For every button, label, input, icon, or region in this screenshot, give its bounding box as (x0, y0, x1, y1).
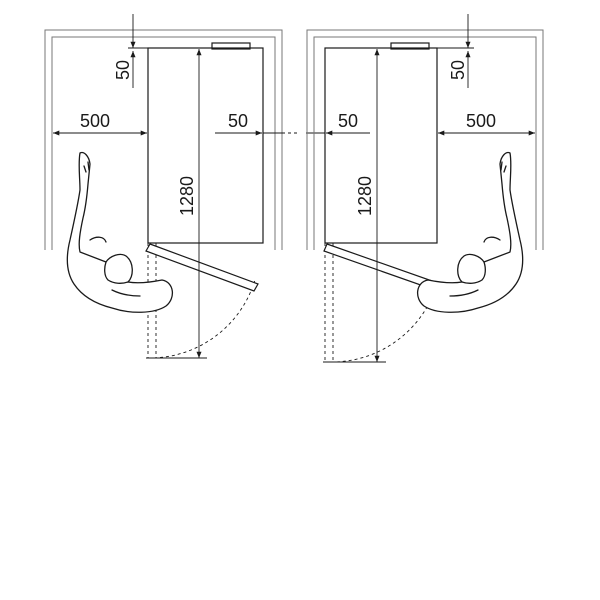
left-person-figure (66, 151, 174, 313)
left-between-gap-label: 50 (228, 111, 248, 131)
right-side-clearance-label: 500 (466, 111, 496, 131)
right-appliance-body (324, 47, 438, 244)
left-niche-wall-inner (51, 36, 276, 250)
left-side-clearance-label: 500 (80, 111, 110, 131)
left-appliance-body (147, 47, 264, 244)
right-between-gap-label: 50 (338, 111, 358, 131)
right-niche-wall (306, 29, 544, 250)
left-top-gap-label: 50 (113, 60, 133, 80)
right-door-leaf (323, 243, 436, 290)
left-installation: 50 500 50 1280 (44, 14, 283, 359)
right-installation: 50 50 500 1280 (306, 14, 544, 363)
right-top-gap-label: 50 (448, 60, 468, 80)
left-depth-label: 1280 (177, 176, 197, 216)
right-person-figure (416, 151, 524, 313)
left-vent-grille (211, 42, 251, 50)
right-niche-wall-inner (313, 36, 537, 250)
left-door-leaf (145, 243, 259, 292)
right-door-swing-arc (329, 289, 436, 363)
left-niche-wall (44, 29, 283, 250)
right-depth-label: 1280 (355, 176, 375, 216)
left-door-swing-arc (147, 279, 256, 359)
right-vent-grille (390, 42, 430, 50)
